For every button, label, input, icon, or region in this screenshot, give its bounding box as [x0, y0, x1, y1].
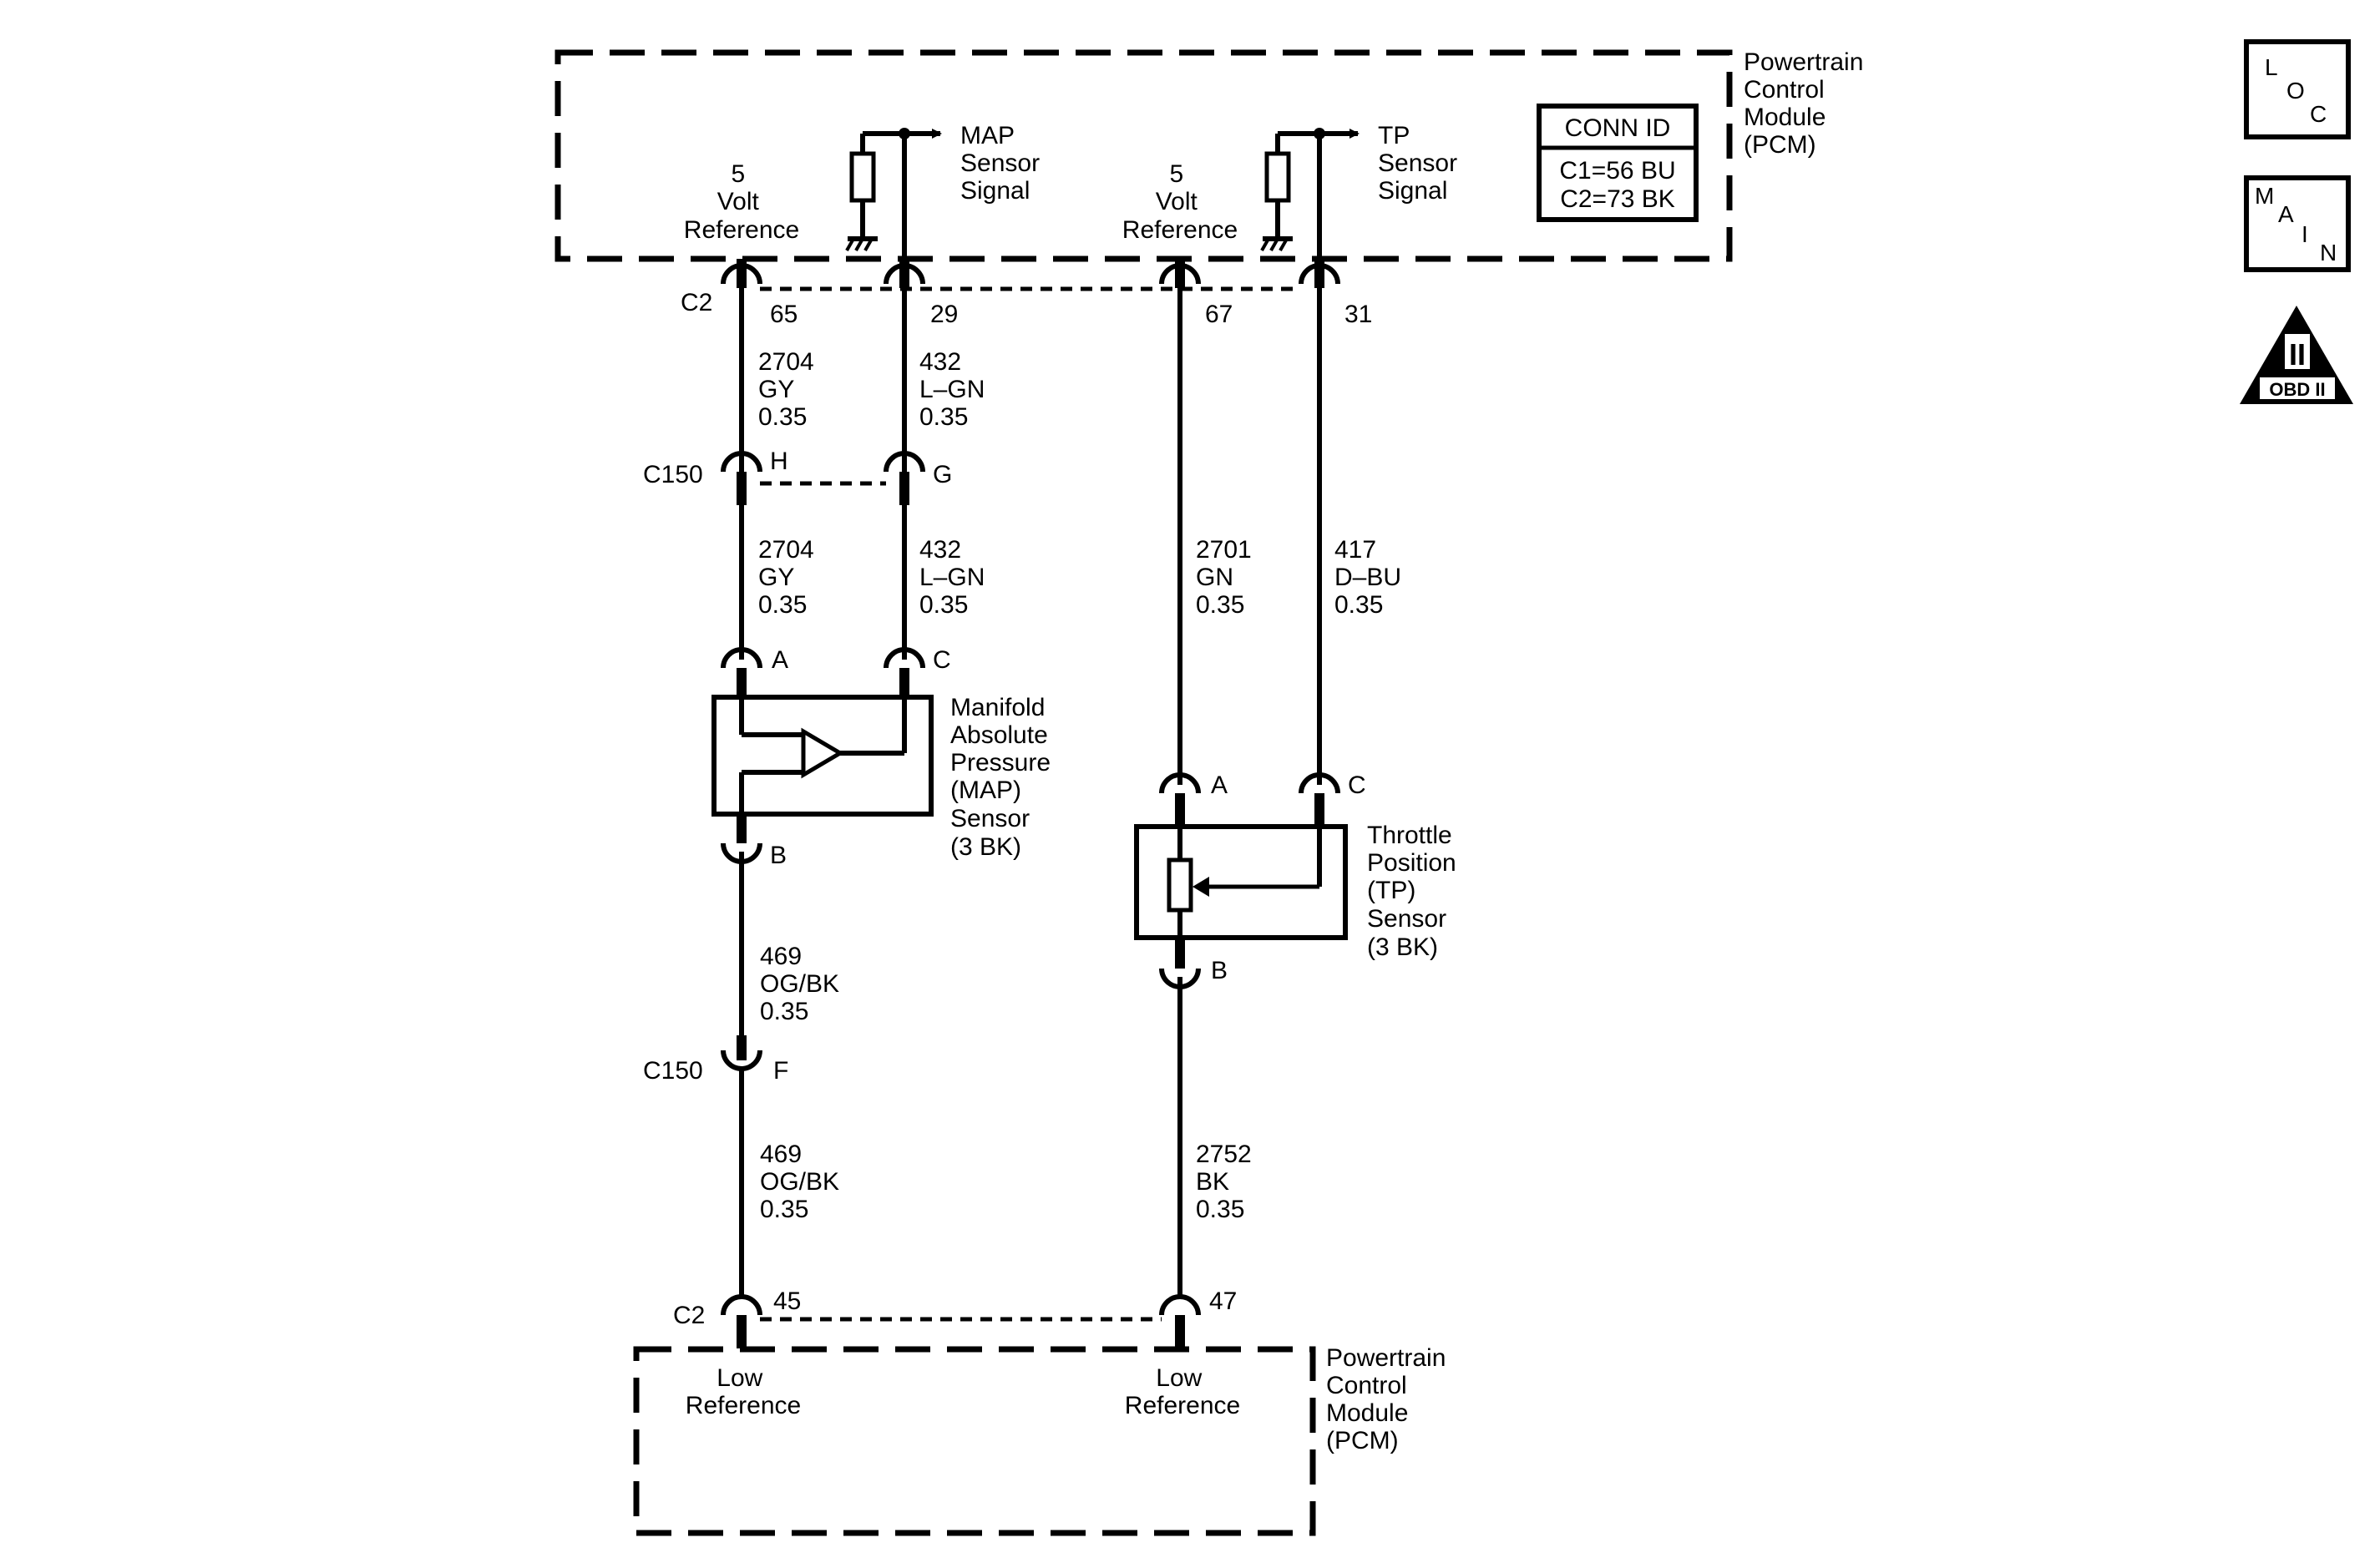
conn-id-header: CONN ID [1565, 114, 1671, 142]
pin-67-label: 67 [1205, 301, 1233, 328]
map-signal-junction-dot [899, 128, 910, 139]
pin-45-label: 45 [773, 1287, 801, 1315]
pin-g-label: G [933, 461, 952, 488]
wire-paths [739, 259, 1322, 1298]
loc-icon[interactable]: L O C [2244, 39, 2351, 139]
connector-dotted-links [760, 286, 1301, 1322]
conn-id-c2: C2=73 BK [1560, 185, 1675, 213]
wire-2701-label: 2701 GN 0.35 [1196, 536, 1258, 619]
svg-text:N: N [2320, 240, 2337, 266]
wire-469-lower-label: 469 OG/BK 0.35 [760, 1141, 846, 1223]
map-signal-circuit [845, 129, 942, 266]
volt-reference-a-label: 5 Volt Reference [684, 160, 799, 244]
wire-2752-label: 2752 BK 0.35 [1196, 1141, 1258, 1223]
conn-id-box: CONN ID C1=56 BU C2=73 BK [1537, 104, 1699, 222]
low-reference-a-label: Low Reference [686, 1364, 801, 1419]
svg-text:L: L [2265, 54, 2278, 80]
pin-29-label: 29 [930, 301, 958, 328]
connector-c2-bottom-label: C2 [673, 1302, 705, 1329]
map-sensor-name: Manifold Absolute Pressure (MAP) Sensor … [950, 694, 1057, 861]
pin-31-label: 31 [1344, 301, 1372, 328]
pin-stubs [737, 259, 1324, 1348]
tp-sensor [1134, 824, 1348, 940]
map-pin-c-label: C [933, 646, 951, 674]
tp-sensor-name: Throttle Position (TP) Sensor (3 BK) [1367, 822, 1463, 961]
obd-ii-icon[interactable]: II OBD II [2240, 306, 2353, 404]
map-sensor [711, 695, 934, 817]
main-icon[interactable]: M A I N [2244, 175, 2351, 272]
connector-c150-bottom-label: C150 [643, 1057, 703, 1085]
connector-c150-top-label: C150 [643, 461, 703, 488]
svg-text:A: A [2278, 201, 2294, 227]
pin-h-label: H [770, 448, 788, 475]
connector-c2-top-label: C2 [681, 289, 712, 316]
svg-text:I: I [2302, 221, 2308, 247]
wire-2704-upper-label: 2704 GY 0.35 [758, 348, 821, 431]
volt-reference-b-label: 5 Volt Reference [1122, 160, 1238, 244]
tp-sensor-signal-label: TP Sensor Signal [1378, 122, 1464, 205]
tp-signal-circuit [1260, 129, 1360, 266]
conn-id-c1: C1=56 BU [1559, 157, 1675, 185]
svg-text:II: II [2289, 337, 2306, 372]
wire-2704-lower-label: 2704 GY 0.35 [758, 536, 821, 619]
wire-417-label: 417 D–BU 0.35 [1334, 536, 1408, 619]
tp-pin-b-label: B [1211, 957, 1228, 984]
map-pin-b-label: B [770, 842, 787, 869]
pin-f-label: F [773, 1057, 788, 1085]
pin-65-label: 65 [770, 301, 798, 328]
map-sensor-signal-label: MAP Sensor Signal [960, 122, 1046, 205]
wire-432-upper-label: 432 L–GN 0.35 [919, 348, 992, 431]
pin-47-label: 47 [1209, 1287, 1237, 1315]
pcm-bottom-module [633, 1346, 1316, 1536]
pcm-top-module [554, 49, 1733, 262]
pcm-bottom-name: Powertrain Control Module (PCM) [1326, 1344, 1453, 1454]
wire-469-upper-label: 469 OG/BK 0.35 [760, 943, 846, 1025]
low-reference-b-label: Low Reference [1125, 1364, 1240, 1419]
tp-pin-a-label: A [1211, 771, 1228, 799]
svg-text:OBD II: OBD II [2269, 379, 2325, 400]
svg-text:O: O [2286, 78, 2305, 104]
svg-text:M: M [2255, 183, 2274, 209]
tp-signal-junction-dot [1314, 128, 1325, 139]
svg-text:C: C [2310, 101, 2327, 127]
pcm-top-name: Powertrain Control Module (PCM) [1744, 48, 1871, 159]
wire-432-lower-label: 432 L–GN 0.35 [919, 536, 992, 619]
map-pin-a-label: A [772, 646, 788, 674]
tp-pin-c-label: C [1348, 771, 1366, 799]
